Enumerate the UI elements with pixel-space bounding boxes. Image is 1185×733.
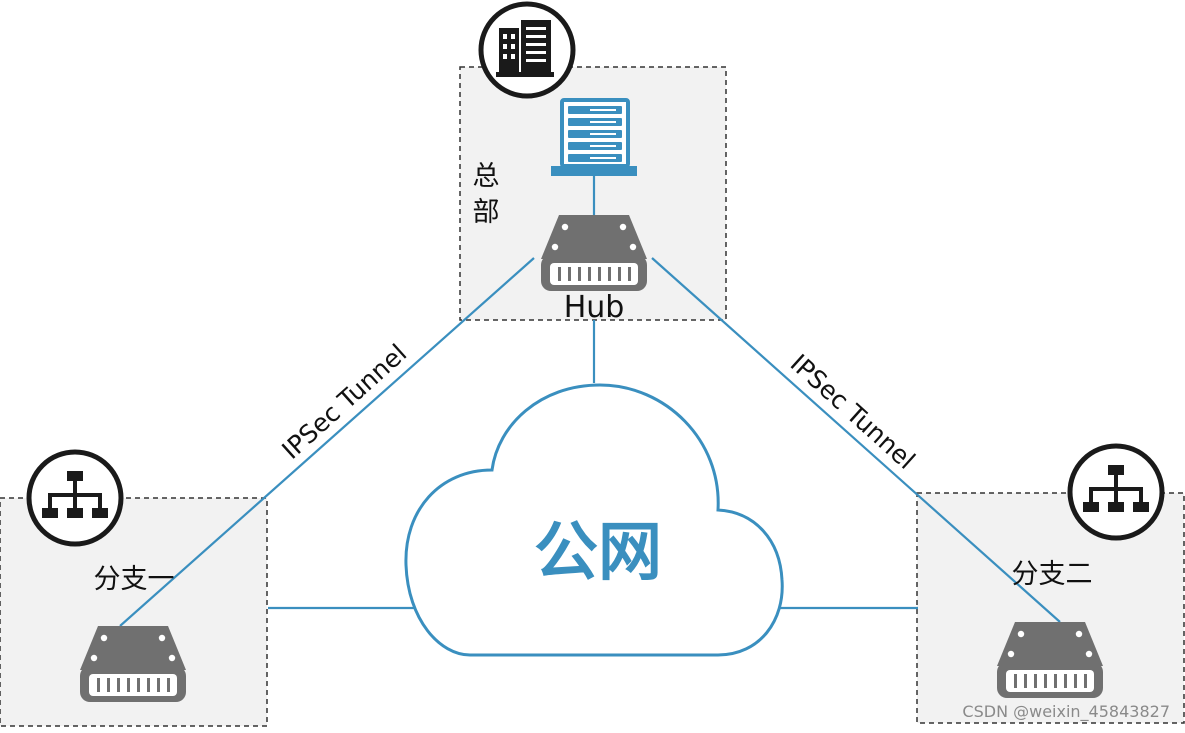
tunnel-left-label: IPSec Tunnel [276, 338, 412, 464]
tunnel-left-line [119, 257, 535, 627]
tunnel-right-label: IPSec Tunnel [785, 348, 921, 474]
server-rack-icon [551, 98, 637, 176]
watermark: CSDN @weixin_45843827 [962, 702, 1170, 722]
headquarters-label-line1: 总 [473, 161, 500, 192]
links [119, 175, 1061, 627]
cloud-label: 公网 [534, 516, 662, 590]
hub-router-icon [541, 215, 647, 291]
branch1-label: 分支一 [94, 564, 175, 595]
building-icon [478, 1, 576, 99]
hub-label: Hub [564, 290, 625, 325]
tunnel-right-line [651, 257, 1061, 623]
internet-cloud [404, 383, 784, 657]
branch1-router-icon [80, 626, 186, 702]
branch2-network-icon [1070, 446, 1162, 538]
branch2-router-icon [997, 622, 1103, 698]
branch2-label: 分支二 [1012, 559, 1093, 590]
headquarters-label-line2: 部 [473, 197, 500, 228]
branch1-network-icon [29, 452, 121, 544]
